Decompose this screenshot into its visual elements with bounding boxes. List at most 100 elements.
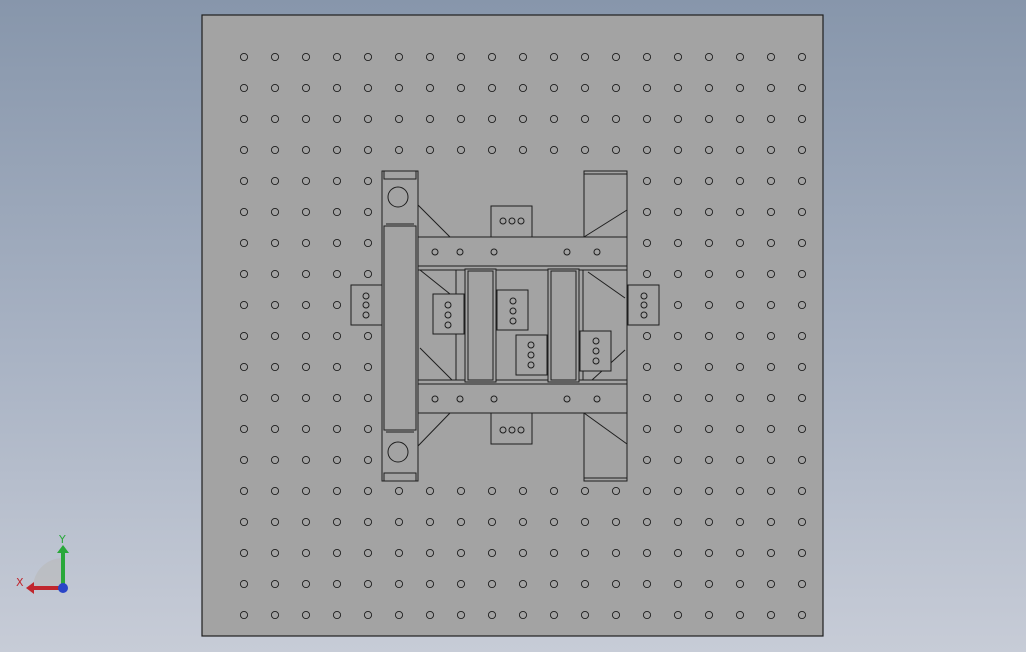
plate-hole (549, 579, 559, 589)
plate-hole (766, 579, 776, 589)
plate-hole (797, 393, 807, 403)
plate-hole (301, 610, 311, 620)
plate-hole (673, 548, 683, 558)
clamp-inner-1[interactable] (432, 293, 465, 335)
plate-hole (704, 517, 714, 527)
plate-hole (766, 548, 776, 558)
plate-hole (735, 362, 745, 372)
plate-hole (425, 145, 435, 155)
plate-hole (642, 424, 652, 434)
right-lower-block[interactable] (583, 412, 628, 482)
clamp-top[interactable] (490, 205, 533, 238)
plate-hole (363, 114, 373, 124)
plate-hole (766, 114, 776, 124)
triad-plane-shade (33, 558, 63, 588)
plate-hole (611, 83, 621, 93)
right-upper-block[interactable] (583, 170, 628, 238)
plate-hole (797, 455, 807, 465)
plate-hole (580, 548, 590, 558)
plate-hole (456, 486, 466, 496)
plate-hole (518, 610, 528, 620)
plate-hole (549, 548, 559, 558)
inner-bar-right[interactable] (547, 268, 580, 383)
plate-hole (766, 83, 776, 93)
plate-hole (270, 455, 280, 465)
plate-hole (673, 145, 683, 155)
plate-hole (301, 176, 311, 186)
plate-hole (580, 114, 590, 124)
plate-hole (735, 610, 745, 620)
plate-hole (642, 548, 652, 558)
clamp-right[interactable] (627, 284, 660, 326)
plate-hole (673, 424, 683, 434)
plate-hole (704, 176, 714, 186)
plate-hole (363, 579, 373, 589)
plate-hole (394, 517, 404, 527)
plate-hole (642, 83, 652, 93)
plate-hole (673, 207, 683, 217)
plate-hole (332, 393, 342, 403)
plate-hole (549, 83, 559, 93)
plate-hole (363, 548, 373, 558)
plate-hole (797, 300, 807, 310)
plate-hole (797, 486, 807, 496)
plate-hole (797, 362, 807, 372)
plate-hole (549, 114, 559, 124)
plate-hole (270, 269, 280, 279)
plate-hole (735, 486, 745, 496)
clamp-left[interactable] (350, 284, 383, 326)
y-axis-label: Y (58, 533, 66, 546)
plate-hole (332, 269, 342, 279)
plate-hole (673, 300, 683, 310)
plate-hole (425, 548, 435, 558)
plate-hole (766, 176, 776, 186)
plate-hole (332, 238, 342, 248)
plate-hole (704, 52, 714, 62)
plate-hole (673, 52, 683, 62)
clamp-bottom[interactable] (490, 412, 533, 445)
plate-hole (797, 176, 807, 186)
plate-hole (456, 610, 466, 620)
y-arrow-head (57, 545, 69, 553)
plate-hole (673, 455, 683, 465)
inner-bar-left[interactable] (464, 268, 497, 383)
plate-hole (704, 610, 714, 620)
plate-hole (797, 238, 807, 248)
plate-hole (766, 424, 776, 434)
plate-hole (270, 362, 280, 372)
plate-hole (704, 269, 714, 279)
plate-hole (394, 579, 404, 589)
plate-hole (580, 486, 590, 496)
plate-hole (394, 610, 404, 620)
plate-hole (673, 238, 683, 248)
plate-hole (797, 114, 807, 124)
plate-hole (363, 52, 373, 62)
clamp-inner-2[interactable] (496, 289, 529, 331)
left-rail[interactable] (381, 170, 419, 482)
plate-hole (301, 362, 311, 372)
plate-hole (766, 145, 776, 155)
plate-hole (456, 548, 466, 558)
plate-hole (673, 486, 683, 496)
plate-hole (735, 300, 745, 310)
plate-hole (239, 145, 249, 155)
plate-hole (456, 517, 466, 527)
plate-hole (549, 52, 559, 62)
plate-hole (797, 548, 807, 558)
plate-hole (487, 145, 497, 155)
plate-hole (394, 114, 404, 124)
plate-hole (735, 176, 745, 186)
plate-hole (611, 52, 621, 62)
clamp-inner-4[interactable] (579, 330, 612, 372)
plate-hole (518, 145, 528, 155)
plate-hole (642, 517, 652, 527)
plate-hole (704, 207, 714, 217)
plate-hole (735, 517, 745, 527)
clamp-blocks[interactable] (350, 205, 660, 445)
plate-hole (301, 52, 311, 62)
plate-hole (239, 486, 249, 496)
bottom-crossbar[interactable] (417, 383, 628, 414)
clamp-inner-3[interactable] (515, 334, 548, 376)
plate-hole (363, 331, 373, 341)
